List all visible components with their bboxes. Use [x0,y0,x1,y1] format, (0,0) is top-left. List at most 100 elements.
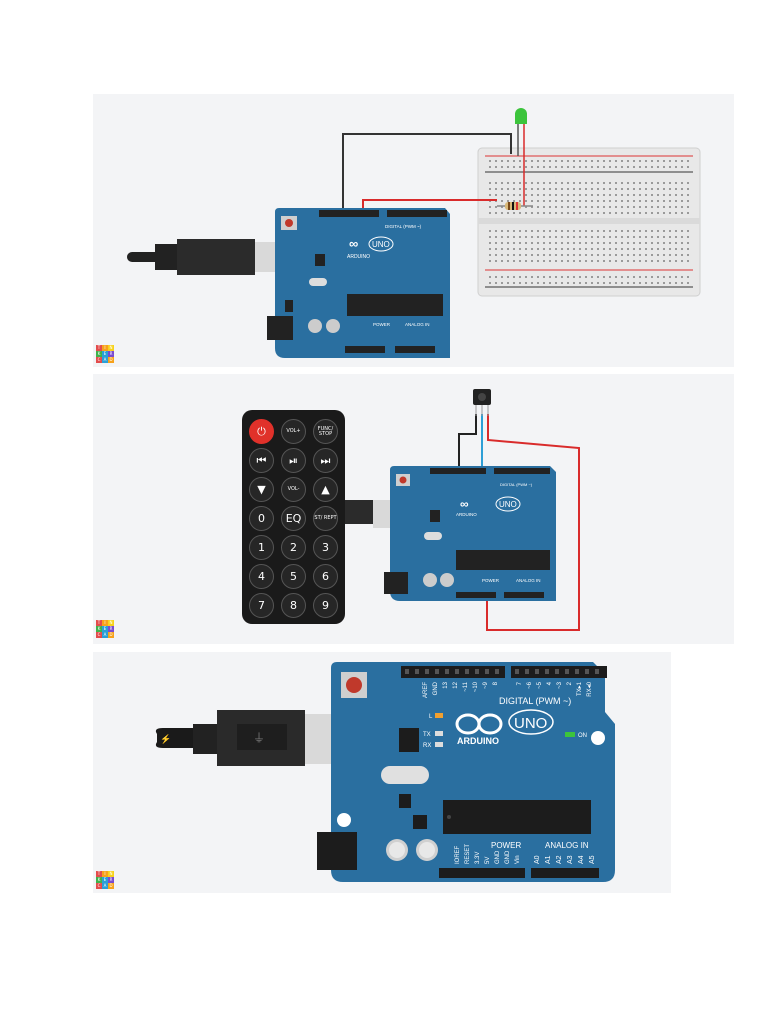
atmega-chip [443,800,591,834]
four-button[interactable]: 4 [249,564,274,589]
pin-label: AREF [423,682,429,698]
wire-black [342,133,512,213]
logo-letter: A [102,357,108,363]
breadboard [477,147,701,297]
pin-label: TX▸1 [577,681,583,696]
six-button[interactable]: 6 [313,564,338,589]
logo-letter: C [96,883,102,889]
up-button[interactable]: ▲ [313,477,338,502]
svg-text:ANALOG IN: ANALOG IN [405,322,430,327]
svg-text:DIGITAL (PWM ~): DIGITAL (PWM ~) [385,224,422,229]
wire-black [458,414,477,469]
vol-down-button[interactable]: VOL- [281,477,306,502]
logo-letter: E [102,626,108,632]
pin-label: 12 [453,681,459,688]
logo-letter: D [108,883,114,889]
func-stop-button[interactable]: FUNC/ STOP [313,419,338,444]
pin-label: 8 [493,681,499,685]
three-button[interactable]: 3 [313,535,338,560]
wire-red [486,414,580,631]
pin-label: ~10 [473,681,479,692]
seven-button[interactable]: 7 [249,593,274,618]
logo-letter: R [108,351,114,357]
pin-label: 3.3V [475,852,481,864]
svg-text:TX: TX [423,732,431,738]
logo-letter: D [108,357,114,363]
svg-text:POWER: POWER [482,578,500,583]
svg-text:L: L [429,714,433,720]
logo-letter: E [102,877,108,883]
logo-letter: T [96,620,102,626]
vol-up-button[interactable]: VOL+ [281,419,306,444]
panel-led-circuit: ∞ ARDUINO UNO DIGITAL (PWM ~) POWER ANAL… [93,94,734,367]
pin-label: RX◂0 [587,681,593,696]
st-rept-button[interactable]: ST/ REPT [313,506,338,531]
nine-button[interactable]: 9 [313,593,338,618]
svg-text:DIGITAL (PWM ~): DIGITAL (PWM ~) [500,482,533,487]
logo-letter: T [96,871,102,877]
next-button[interactable]: ⏭ [313,448,338,473]
svg-text:ARDUINO: ARDUINO [347,254,370,260]
logo-letter: T [96,345,102,351]
logo-letter: I [102,345,108,351]
svg-text:POWER: POWER [491,841,521,850]
down-button[interactable]: ▼ [249,477,274,502]
pin-label: GND [433,681,439,695]
logo-letter: A [102,883,108,889]
power-button[interactable]: ⏻ [249,419,274,444]
pin-label: Vin [515,855,521,864]
logo-letter: C [96,357,102,363]
prev-button[interactable]: ⏮ [249,448,274,473]
one-button[interactable]: 1 [249,535,274,560]
pin-label: A4 [578,855,585,864]
svg-text:ARDUINO: ARDUINO [457,736,499,746]
pin-label: ~9 [483,681,489,689]
svg-text:UNO: UNO [372,240,390,249]
arduino-board: ∞ ARDUINO UNO DIGITAL (PWM ~) POWER ANAL… [384,466,556,601]
logo-letter: R [108,626,114,632]
pin-label: A5 [589,855,596,864]
svg-text:ON: ON [578,733,587,739]
svg-text:UNO: UNO [499,500,517,509]
logo-letter: N [108,620,114,626]
lightning-icon: ⚡ [160,733,171,745]
pin-label: GND [495,850,501,864]
panel-ir-remote-circuit: ∞ ARDUINO UNO DIGITAL (PWM ~) POWER ANAL… [93,374,734,644]
eight-button[interactable]: 8 [281,593,306,618]
led-circuit-diagram: ∞ ARDUINO UNO DIGITAL (PWM ~) POWER ANAL… [127,108,701,358]
usb-cable [127,239,295,275]
pin-label: ~3 [557,681,563,689]
logo-letter: I [102,620,108,626]
usb-icon: ⏚ [253,731,265,745]
pin-label: ~11 [463,681,469,691]
pin-label: A0 [534,855,541,864]
play-pause-button[interactable]: ⏯ [281,448,306,473]
pin-label: A3 [567,855,574,864]
logo-letter: K [96,877,102,883]
five-button[interactable]: 5 [281,564,306,589]
pin-label: 7 [517,681,523,685]
two-button[interactable]: 2 [281,535,306,560]
logo-letter: C [96,632,102,638]
pin-label: 2 [567,681,573,685]
pin-label: 5V [485,857,491,864]
svg-text:ANALOG IN: ANALOG IN [545,841,589,850]
svg-text:ARDUINO: ARDUINO [456,512,477,517]
pin-label: 13 [443,681,449,688]
logo-letter: I [102,871,108,877]
logo-letter: D [108,632,114,638]
pin-label: ~6 [527,681,533,689]
zero-button[interactable]: 0 [249,506,274,531]
resistor [497,202,533,210]
eq-button[interactable]: EQ [281,506,306,531]
pin-label: 4 [547,681,553,685]
pin-label: RESET [465,844,471,864]
usb-cable: ⚡ ⏚ [155,710,353,766]
svg-text:∞: ∞ [349,236,358,251]
ir-circuit-diagram: ∞ ARDUINO UNO DIGITAL (PWM ~) POWER ANAL… [343,389,580,631]
